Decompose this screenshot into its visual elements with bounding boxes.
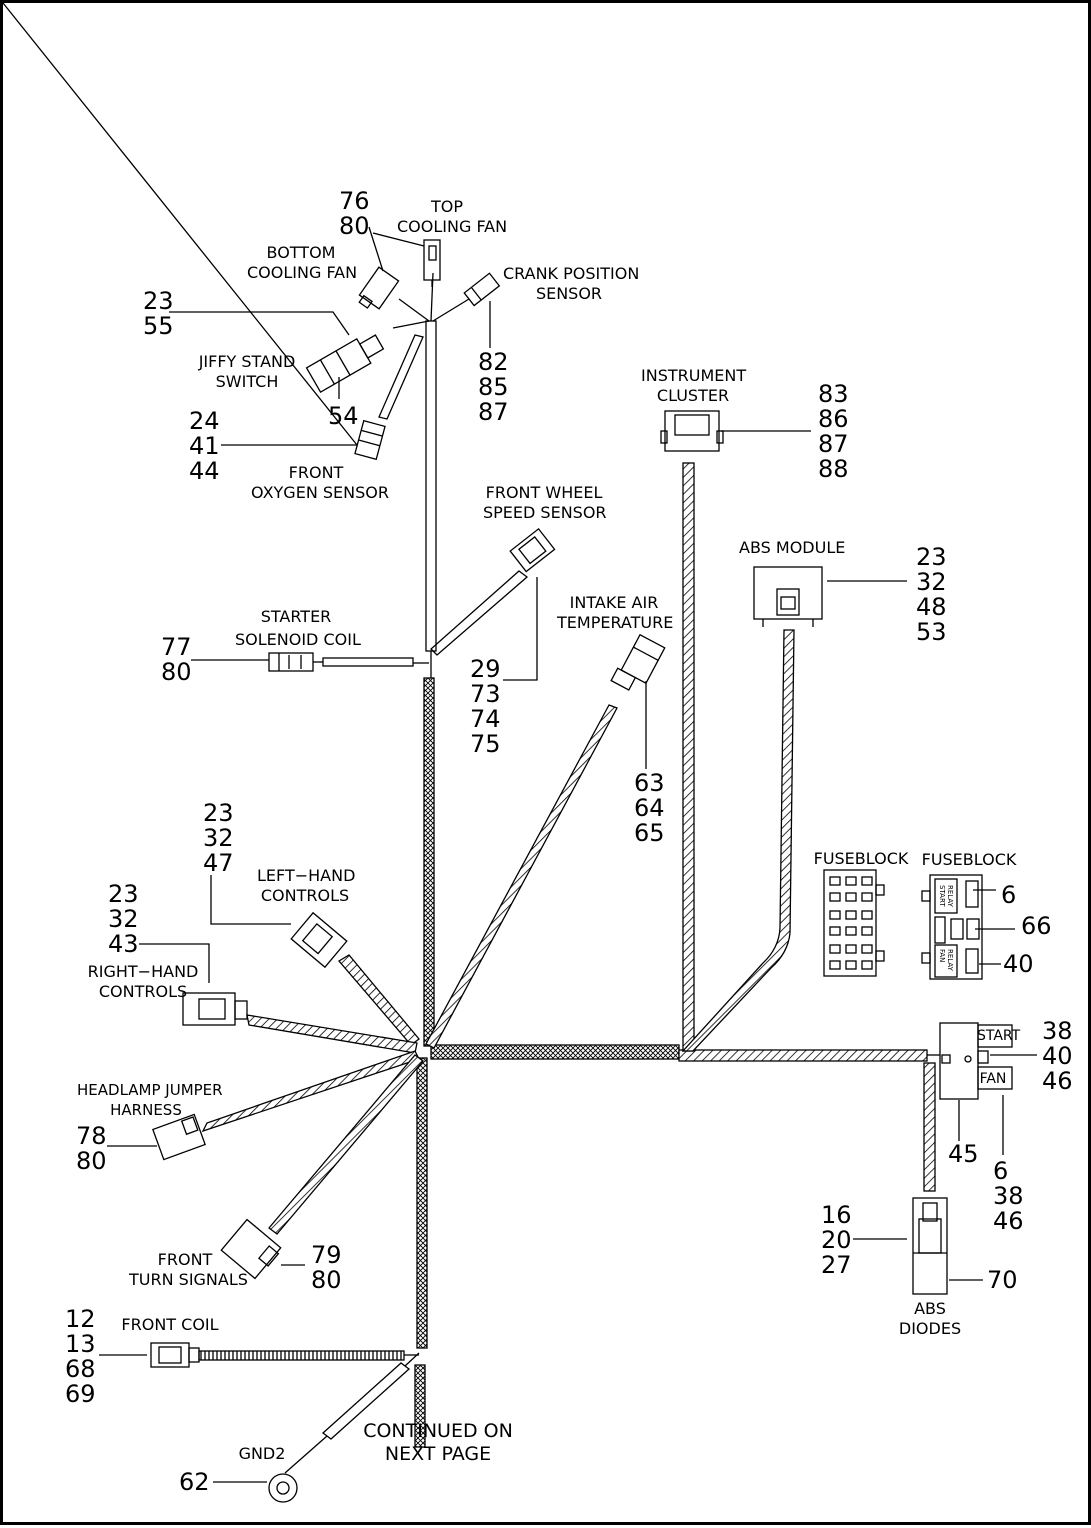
abs-module-branch	[681, 629, 795, 1052]
harness-drawing: START RELAY FAN RELAY	[3, 3, 1037, 1503]
intake-air-branch	[425, 704, 618, 1049]
left-hand-connector	[290, 911, 348, 969]
main-trunk-upper	[423, 677, 435, 1047]
callout-fuse-relay-start: 6	[1001, 881, 1017, 909]
callout-fuse-relay-mid: 66	[1021, 912, 1052, 940]
cross-branch-hatched	[678, 1049, 928, 1062]
main-trunk-continued	[414, 1364, 426, 1448]
instrument-branch	[682, 462, 695, 1052]
gnd2-wire	[321, 1362, 411, 1440]
label-front-coil: FRONT COIL	[121, 1315, 219, 1334]
relay-block	[927, 1022, 1013, 1100]
upper-trunk	[425, 320, 437, 652]
left-hand-branch	[338, 954, 420, 1046]
abs-module-connector	[753, 566, 823, 627]
label-fuseblock-1: FUSEBLOCK	[813, 849, 909, 868]
fuseblock-2	[921, 874, 983, 980]
front-coil-wire	[198, 1350, 405, 1361]
callout-gnd2: 62	[179, 1468, 210, 1496]
turn-signal-branch	[268, 1054, 424, 1235]
fuseblock-1	[823, 869, 885, 977]
top-cooling-fan-connector	[423, 239, 441, 287]
callout-abs-diode-body: 70	[987, 1266, 1018, 1294]
starter-wire	[322, 657, 414, 667]
relay-tag-fan: FAN	[979, 1071, 1007, 1087]
wheel-speed-connector	[509, 527, 556, 573]
cross-branch-mesh	[430, 1044, 680, 1060]
svg-text:FAN: FAN	[938, 949, 946, 962]
oxygen-branch	[378, 334, 424, 420]
leader-lines	[3, 3, 1037, 1483]
starter-solenoid-connector	[268, 652, 314, 672]
relay-tag-start: START	[977, 1028, 1021, 1044]
abs-diode-connector	[912, 1197, 948, 1295]
svg-text:RELAY: RELAY	[946, 949, 954, 972]
front-coil-connector	[150, 1342, 200, 1368]
oxygen-sensor-connector	[354, 419, 386, 461]
callout-relay-lower-a: 45	[948, 1140, 979, 1168]
callout-jiffy-lower: 54	[328, 402, 359, 430]
crank-position-connector	[463, 272, 501, 307]
instrument-cluster-connector	[660, 410, 724, 452]
jiffy-stand-connector	[305, 334, 385, 394]
headlamp-connector	[152, 1113, 206, 1161]
turn-signal-connector	[220, 1218, 282, 1280]
wheel-speed-branch	[430, 570, 529, 656]
intake-air-connector	[610, 633, 666, 691]
main-trunk-lower	[416, 1057, 428, 1349]
callout-fuse-relay-fan: 40	[1003, 950, 1034, 978]
label-abs-module: ABS MODULE	[739, 538, 846, 557]
abs-diode-branch	[923, 1062, 936, 1192]
label-fuseblock-2: FUSEBLOCK	[921, 850, 1017, 869]
bottom-cooling-fan-connector	[358, 266, 400, 310]
svg-text:RELAY: RELAY	[946, 885, 954, 908]
svg-text:START: START	[938, 885, 946, 907]
right-hand-connector	[182, 992, 248, 1026]
gnd2-ring-terminal	[268, 1473, 298, 1503]
label-gnd2: GND2	[238, 1444, 286, 1463]
